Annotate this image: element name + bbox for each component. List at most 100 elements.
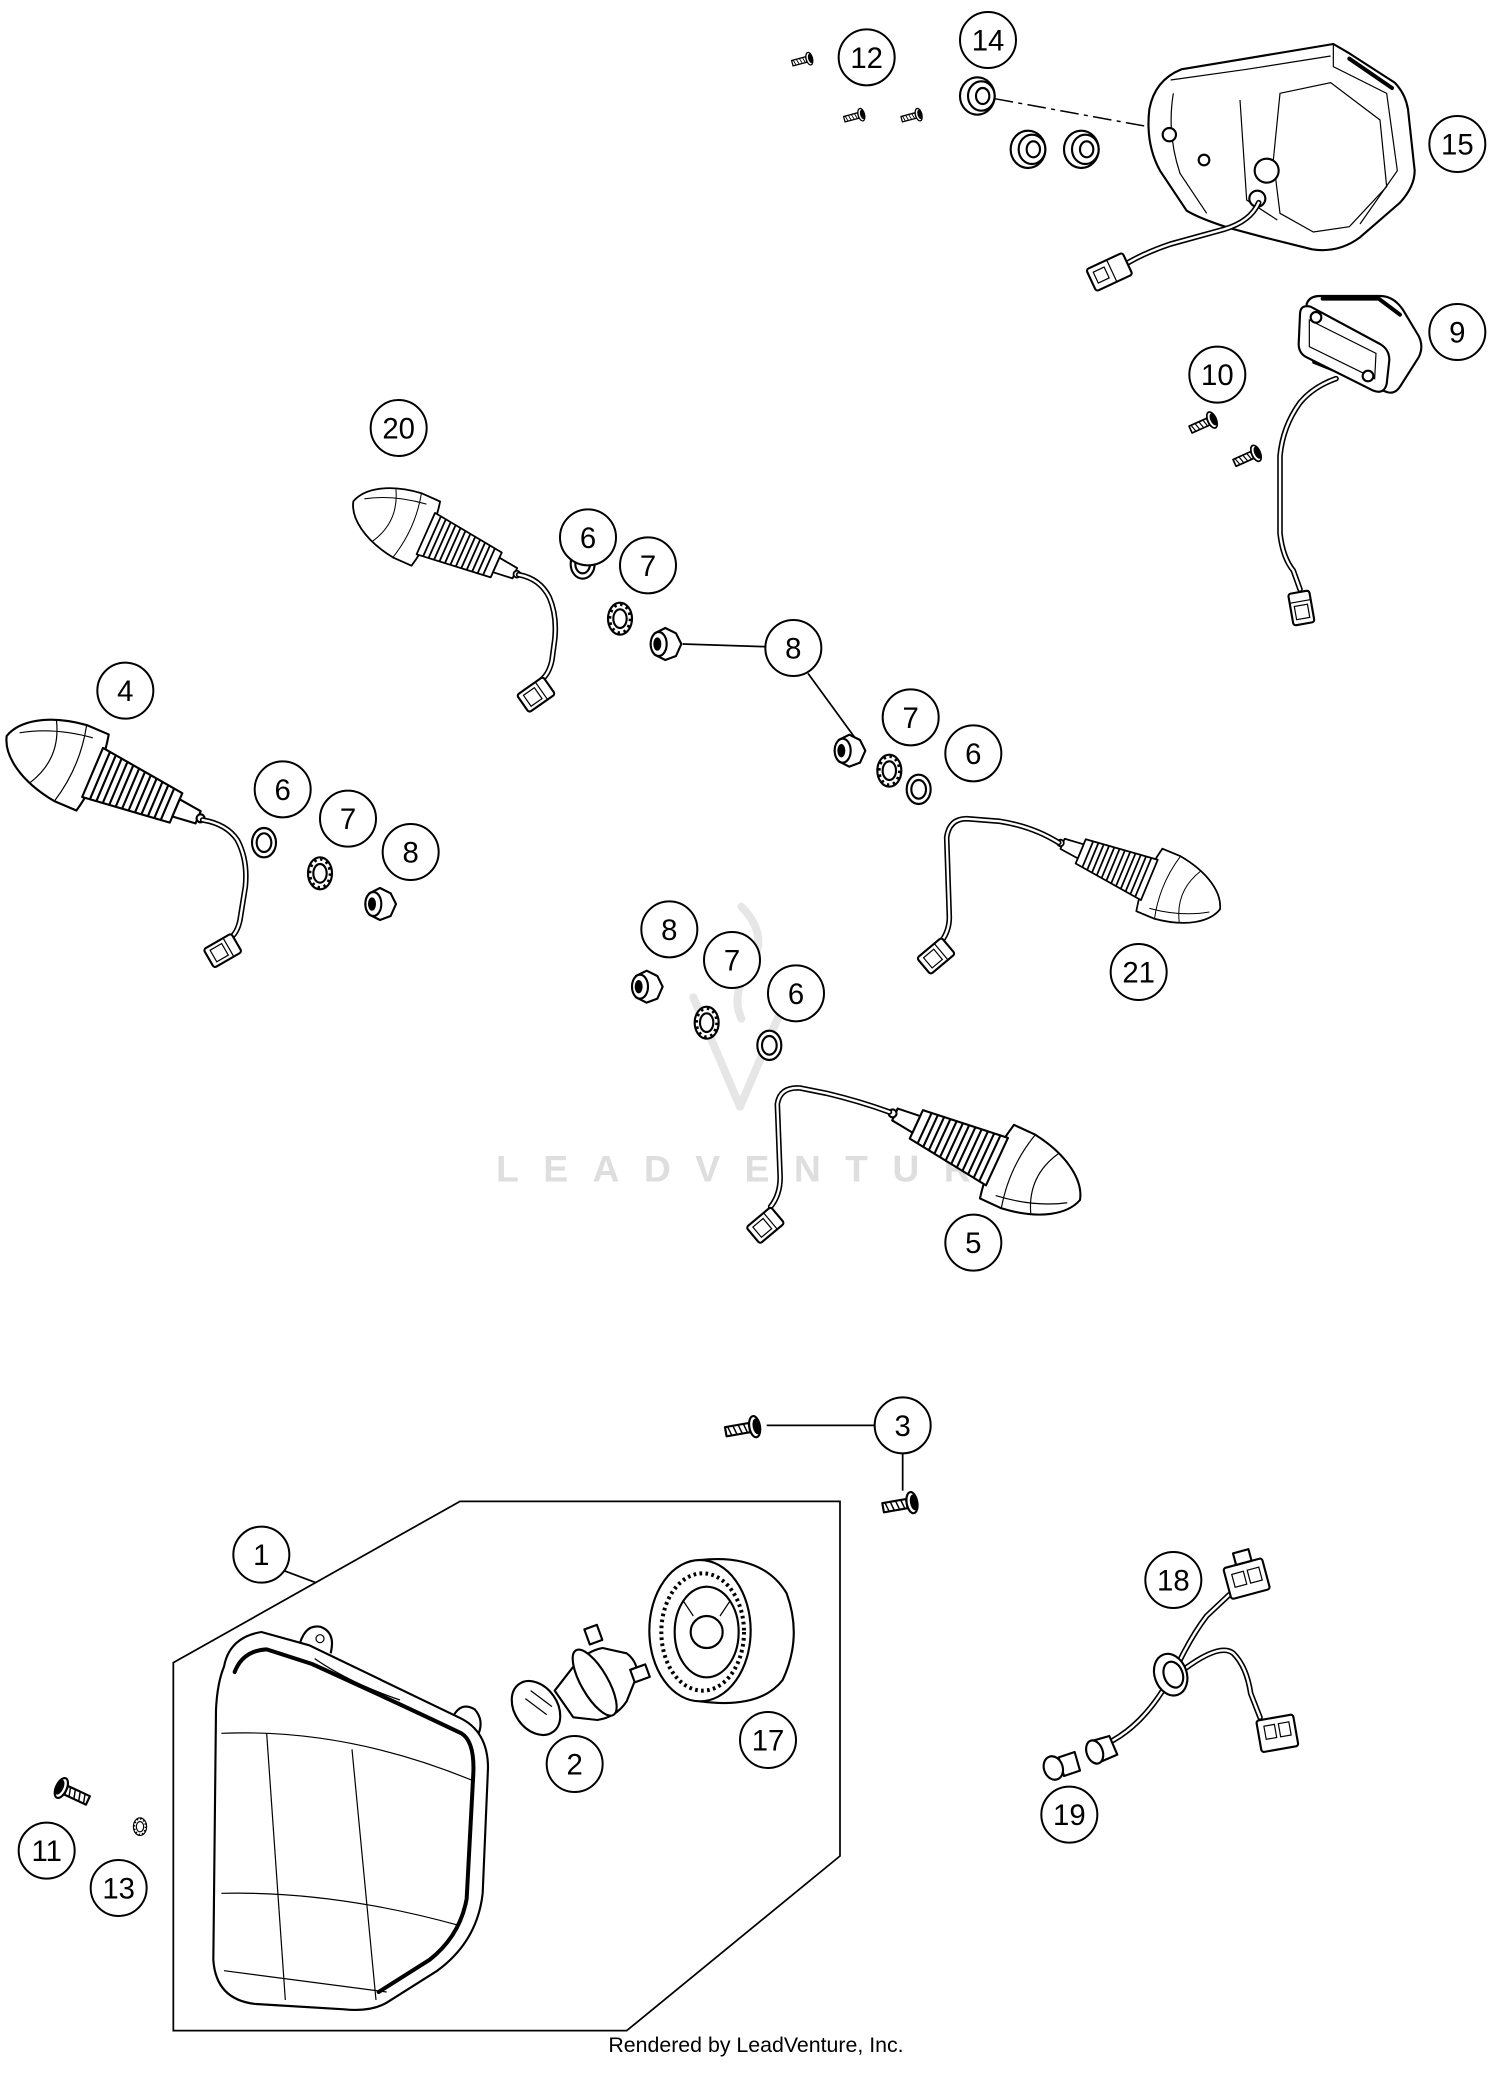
parking-light-bulb (1042, 1750, 1082, 1781)
screw (842, 106, 868, 127)
callout-7: 7 (319, 789, 377, 848)
callout-21: 21 (1109, 943, 1168, 1001)
callout-number: 4 (117, 675, 133, 708)
callout-circle (837, 28, 896, 87)
lock-washer (606, 600, 634, 637)
screw (880, 1490, 921, 1520)
nut (649, 626, 683, 662)
callout-number: 2 (567, 1749, 583, 1782)
callout-circle (959, 11, 1017, 69)
callout-number: 6 (580, 522, 596, 555)
signal-connector (915, 936, 957, 976)
screw (1186, 409, 1221, 439)
leader-lines (283, 643, 904, 1584)
grommet (1009, 129, 1047, 170)
callout-number: 14 (972, 25, 1005, 58)
callout-2: 2 (545, 1735, 604, 1793)
callout-number: 10 (1201, 359, 1234, 392)
nut (364, 886, 398, 922)
callout-circle (881, 688, 940, 747)
license-plate-lamp (1277, 294, 1423, 627)
callout-6: 6 (944, 724, 1003, 783)
signal-connector (202, 932, 243, 969)
callout-11: 11 (17, 1821, 76, 1880)
callout-number: 18 (1157, 1565, 1190, 1598)
bulb-cover (648, 1558, 795, 1705)
callout-9: 9 (1428, 303, 1487, 361)
harness-connector-top (1222, 1548, 1271, 1600)
instrument-cluster (994, 42, 1416, 292)
signal-connector (515, 675, 557, 714)
callout-number: 12 (850, 42, 883, 75)
callout-circle (873, 1396, 932, 1455)
callout-7: 7 (703, 931, 761, 989)
headlight (212, 1625, 490, 2011)
screw (899, 106, 925, 127)
callout-number: 6 (275, 774, 291, 807)
callout-circle (619, 536, 677, 595)
callout-number: 3 (895, 1410, 911, 1443)
callout-circle (232, 1525, 291, 1584)
lock-washer (132, 1816, 148, 1837)
callout-number: 7 (640, 550, 656, 583)
harness-connector-bottom (1255, 1713, 1300, 1753)
callout-circle (703, 931, 761, 989)
callout-circle (545, 1735, 604, 1793)
callout-8: 8 (381, 823, 440, 881)
callout-7: 7 (881, 688, 940, 747)
assembly-line (994, 97, 1163, 131)
callout-circle (640, 900, 699, 959)
callout-13: 13 (89, 1859, 148, 1917)
grommet (958, 76, 996, 116)
footer-credit: Rendered by LeadVenture, Inc. (608, 2033, 903, 2057)
lock-washer (875, 752, 904, 789)
callout-circle (767, 964, 825, 1023)
callout-circle (764, 619, 823, 677)
screw (1230, 442, 1265, 472)
lock-washer (306, 855, 334, 892)
callout-5: 5 (944, 1213, 1003, 1272)
headlight-kit-frame (172, 1500, 841, 2032)
callout-10: 10 (1188, 345, 1247, 404)
callout-6: 6 (767, 964, 825, 1023)
callout-number: 6 (965, 738, 981, 771)
nut (630, 969, 664, 1004)
callout-circle (944, 724, 1003, 783)
callout-number: 7 (724, 945, 740, 978)
callout-6: 6 (559, 508, 617, 567)
callout-number: 11 (31, 1835, 61, 1868)
callout-circle (1428, 303, 1487, 361)
callout-circle (17, 1821, 76, 1880)
callout-12: 12 (837, 28, 896, 87)
callout-number: 15 (1441, 129, 1474, 162)
callout-circle (1040, 1785, 1099, 1844)
callout-circle (944, 1213, 1003, 1272)
callout-circle (739, 1711, 797, 1769)
washer (250, 826, 278, 859)
turn-signal-right (915, 809, 1234, 976)
callout-circle (1428, 115, 1487, 173)
callout-7: 7 (619, 536, 677, 595)
washer (756, 1029, 783, 1062)
callout-14: 14 (959, 11, 1017, 69)
callout-number: 13 (102, 1873, 135, 1906)
grommet (1062, 129, 1100, 170)
callout-circle (1109, 943, 1168, 1001)
callout-number: 6 (788, 978, 804, 1011)
callout-circle (369, 399, 428, 457)
callout-circle (319, 789, 377, 848)
callout-circle (96, 661, 155, 720)
callout-8: 8 (640, 900, 699, 959)
callout-circle (1188, 345, 1247, 404)
callout-19: 19 (1040, 1785, 1099, 1844)
screw (722, 1414, 764, 1444)
callout-circle (89, 1859, 148, 1917)
callout-18: 18 (1144, 1551, 1203, 1609)
callout-number: 8 (785, 633, 801, 666)
callout-number: 7 (340, 803, 356, 836)
callout-number: 9 (1449, 317, 1465, 350)
callout-number: 8 (661, 914, 677, 947)
callout-circle (253, 760, 312, 819)
